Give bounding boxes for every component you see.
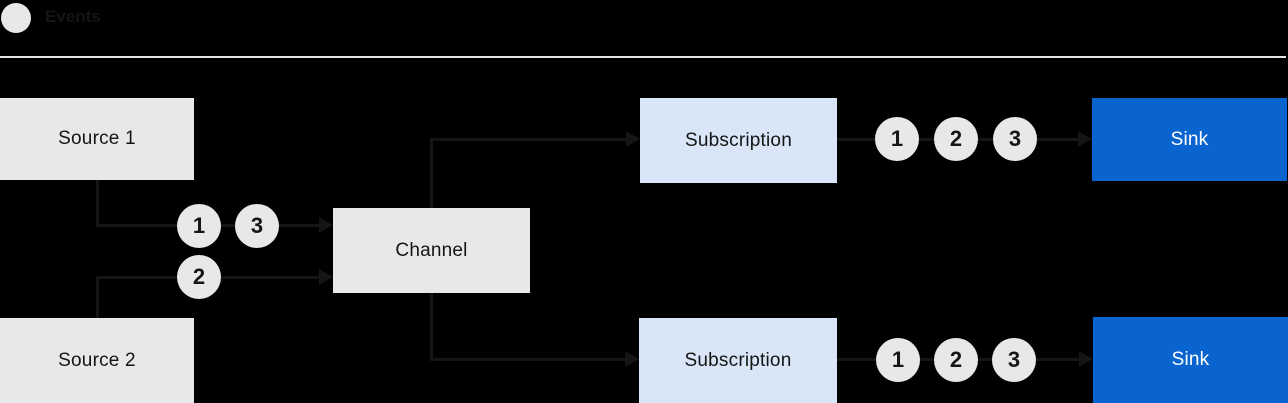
event-circle-3: 3 xyxy=(993,117,1037,161)
sink-2-node: Sink xyxy=(1093,317,1288,403)
subscription-2-to-sink-arrow-icon xyxy=(1079,351,1093,367)
legend-divider-line xyxy=(0,56,1286,58)
source-2-node: Source 2 xyxy=(0,318,194,403)
event-circle-2: 2 xyxy=(934,338,978,382)
channel-to-subscription-2-vertical xyxy=(430,293,433,359)
event-circle-1: 1 xyxy=(875,117,919,161)
sink-1-node: Sink xyxy=(1092,98,1287,181)
legend-event-circle-icon xyxy=(1,3,31,33)
event-circle-3: 3 xyxy=(992,338,1036,382)
legend-events-label: Events xyxy=(45,7,101,26)
channel-to-subscription-2-arrow-icon xyxy=(625,351,639,367)
event-circle-2: 2 xyxy=(177,255,221,299)
source-1-arrow-icon xyxy=(319,217,333,233)
source-2-arrow-icon xyxy=(319,269,333,285)
channel-to-subscription-2-horizontal xyxy=(430,358,625,361)
channel-to-subscription-1-vertical xyxy=(430,140,433,208)
channel-to-subscription-1-horizontal xyxy=(430,138,626,141)
event-circle-1: 1 xyxy=(177,204,221,248)
subscription-1-node: Subscription xyxy=(640,98,837,183)
source-1-connector-vertical xyxy=(96,180,99,227)
subscription-1-to-sink-arrow-icon xyxy=(1078,131,1092,147)
source-2-connector-vertical xyxy=(96,277,99,318)
event-circle-3: 3 xyxy=(235,204,279,248)
source-1-node: Source 1 xyxy=(0,98,194,180)
channel-node: Channel xyxy=(333,208,530,293)
event-circle-2: 2 xyxy=(934,117,978,161)
event-circle-1: 1 xyxy=(876,338,920,382)
subscription-2-node: Subscription xyxy=(639,318,837,403)
channel-to-subscription-1-arrow-icon xyxy=(626,131,640,147)
